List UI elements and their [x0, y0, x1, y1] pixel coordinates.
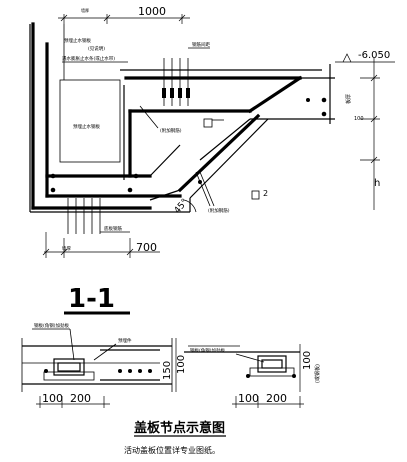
dims-left: 100 200: [36, 392, 110, 408]
note-waterstop: 预埋止水钢板: [73, 123, 100, 130]
label-right: 钢板(角钢)加劲板: [190, 347, 226, 354]
note-top-1: 预埋止水钢板: [64, 37, 91, 44]
haunch-lower-bar: [177, 113, 261, 193]
dims-right: 100 200: [232, 392, 304, 408]
note-top-3: 遇水膨胀止水条(或止水带): [62, 55, 115, 62]
dim-right-200: 200: [266, 392, 287, 405]
vert-right2: (或钢板): [314, 364, 321, 383]
cover-title: 盖板节点示意图: [134, 420, 225, 436]
note-tag: 2: [263, 189, 268, 198]
section-detail: 1000 墙厚 预埋止水钢板: [29, 5, 395, 315]
note-wall-thickness-top: 墙厚: [81, 7, 89, 13]
note-bot-c: 墙厚: [62, 245, 71, 252]
cover-note: 活动盖板位置详专业图纸。: [124, 445, 220, 455]
dim-left-200: 200: [70, 392, 91, 405]
waterstop-box: [59, 79, 121, 163]
section-label: 1-1: [68, 284, 115, 314]
vert-right: 100: [302, 351, 313, 370]
note-right-100: 100: [354, 116, 364, 122]
dim-1000: 1000: [138, 5, 166, 18]
dimension-top: 1000 墙厚: [58, 5, 190, 24]
label-left-b: 预埋件: [118, 337, 132, 344]
note-right-1: 钢筋间距: [192, 41, 210, 48]
stirrup-group-top: [162, 58, 190, 106]
vert-left2: 150: [162, 361, 173, 380]
stirrup-group-bottom: [67, 198, 101, 234]
haunch-upper-bar: [247, 75, 303, 114]
angle-45: 45°: [173, 197, 191, 216]
dim-h: h: [374, 178, 380, 189]
dim-right-100: 100: [238, 392, 259, 405]
note-slab-thk: 板厚: [345, 94, 352, 104]
note-mid-b: (附加钢筋): [160, 127, 182, 134]
label-left-a: 钢板(角钢)加劲板: [34, 322, 70, 329]
dim-left-100: 100: [42, 392, 63, 405]
note-top-2: (见说明): [88, 45, 105, 52]
dimension-bottom: 700: [42, 232, 160, 258]
dimension-right: -6.050 板厚 h 100: [335, 50, 395, 210]
vert-left: 100: [176, 355, 187, 374]
dim-700: 700: [136, 241, 157, 254]
note-bot-a: (附加钢筋): [208, 207, 230, 214]
cover-detail: 钢板(角钢)加劲板 预埋件 100 150 100 200 钢板(角钢)加劲板 …: [21, 322, 321, 455]
annotations: 预埋止水钢板 (见说明) 遇水膨胀止水条(或止水带) 钢筋间距 (附加钢筋) (…: [62, 37, 268, 252]
note-bot-b: 底板钢筋: [104, 225, 122, 232]
elevation-label: -6.050: [358, 50, 390, 61]
